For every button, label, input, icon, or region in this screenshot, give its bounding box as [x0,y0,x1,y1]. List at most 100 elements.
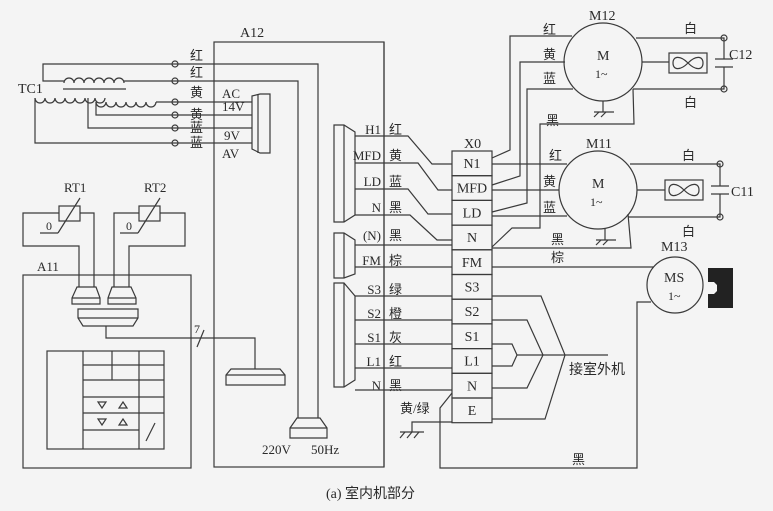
display-connector [225,368,286,386]
connector-pin-label: S2 [367,306,381,321]
a12-label: A12 [240,26,264,41]
wire-color-label: 黄 [190,85,203,100]
cable-slash [196,329,205,348]
rt1-label: RT1 [64,180,86,195]
indicator-slash [145,422,156,442]
connector-color-label: 黑 [389,228,402,243]
c12-label: C12 [729,48,752,63]
connector-color-label: 黑 [389,200,402,215]
terminal-label: LD [463,206,482,221]
m12-wire-label: 红 [543,22,556,37]
m11-phase: 1~ [590,195,603,209]
tc1-secondary-coil-2 [95,101,157,108]
rt1-mark: 0 [46,219,52,233]
down-triangle-icon [96,401,108,410]
rt1-slash [57,197,81,234]
terminal-label: L1 [464,355,480,370]
connector-pin-label: (N) [363,228,381,243]
rt2-body [138,205,161,222]
connector-pin-label: MFD [353,148,381,163]
ground-icon [595,239,602,246]
connector-pin-label: N [372,200,382,215]
wire [491,88,573,213]
wire [355,188,452,215]
ground-icon [602,239,609,246]
terminal-label: S2 [465,305,480,320]
wire [492,295,566,420]
board-a11: A11 RT1 0 RT2 0 7 [22,180,256,469]
motor-m12: M12 M 1~ 红 黄 蓝 黑 白 白 C12 [491,9,752,248]
terminal-label: FM [462,256,483,271]
m13-black-wire [439,301,651,469]
m12-wire-label: 黑 [546,113,559,128]
tc1-primary-coil [63,77,125,84]
down-triangle-icon [96,418,108,427]
m12-cap-wire-label: 白 [684,21,697,36]
terminal-label: S1 [465,330,480,345]
connector-color-label: 红 [389,122,402,137]
m13-circle [646,256,704,314]
m13-wire-label: 棕 [551,250,564,265]
connector-pin-label: H1 [365,122,381,137]
wire [128,212,186,287]
terminal-label: N [467,231,477,246]
transformer-tc1: TC1 红 红 黄 黄 蓝 蓝 [18,48,252,150]
connector-color-label: 橙 [389,306,402,321]
wire [87,98,178,129]
m12-cap-wire-label: 白 [684,95,697,110]
terminal-label: E [468,404,477,419]
m13-symbol: MS [664,271,684,286]
display-panel-outline [46,350,165,450]
14v-label: 14V [222,99,245,114]
connector-pin-label: FM [362,253,381,268]
wire [633,67,725,90]
m11-wire-label: 蓝 [543,200,556,215]
av-label: AV [222,146,240,161]
wire [355,162,452,191]
terminal-label: MFD [457,182,487,197]
tc1-secondary-coil-1 [34,97,106,104]
a11-label: A11 [37,259,59,274]
wire [492,213,632,249]
connector-pin-label: L1 [367,354,381,369]
louver-icon [708,268,733,308]
terminal-circle [716,160,724,168]
connector-pin-label: S1 [367,330,381,345]
wire [355,214,452,241]
outdoor-wiring: 接室外机 [492,295,625,420]
9v-label: 9V [224,128,241,143]
ground-icon [593,111,600,118]
ground-wire: 黄/绿 黑 [399,301,651,469]
cable-count: 7 [194,322,200,336]
ground-wire-label: 黄/绿 [400,401,430,416]
x0-label: X0 [464,137,481,152]
m13-black-label: 黑 [572,452,585,467]
terminal-label: N [467,379,477,394]
m12-label: M12 [589,9,615,24]
m13-phase: 1~ [668,289,681,303]
m13-label: M13 [661,240,687,255]
display-cable [105,326,256,369]
motor-m11: M11 M 1~ 红 黄 蓝 黑 棕 白 白 C11 [492,137,754,268]
power-wire [178,63,319,418]
m11-symbol: M [592,177,605,192]
rt2-label: RT2 [144,180,166,195]
m11-label: M11 [586,137,612,152]
connector-color-label: 蓝 [389,174,402,189]
rt2-mark: 0 [126,219,132,233]
fan-icon [672,56,704,70]
m12-fan-box [668,52,708,74]
m11-wire-label: 红 [549,148,562,163]
connector-color-label: 黄 [389,148,402,163]
wire [355,135,452,165]
rt2-connector [107,286,137,305]
m12-symbol: M [597,49,610,64]
connector-color-label: 棕 [389,253,402,268]
wire [42,63,178,82]
terminal-cell [451,397,493,424]
up-triangle-icon [117,417,129,426]
voltage-label: 220V [262,442,292,457]
m11-fan-box [664,179,704,201]
